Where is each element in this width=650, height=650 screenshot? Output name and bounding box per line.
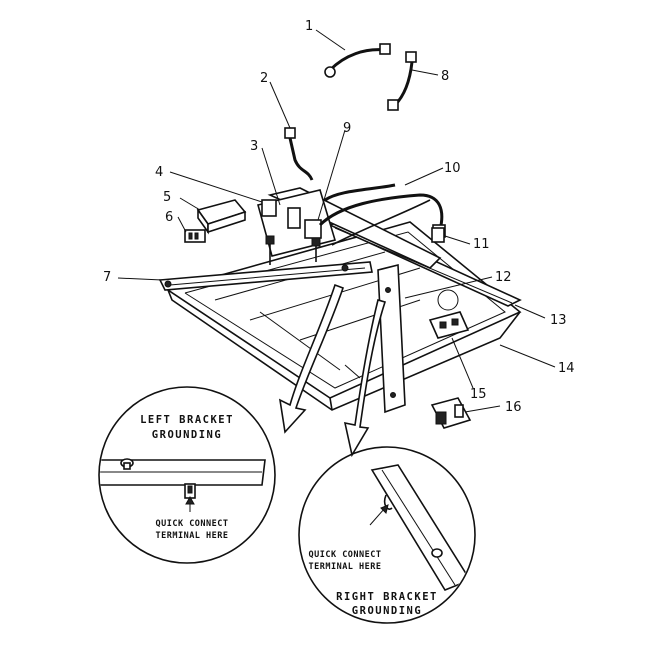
- callout-10: 10: [444, 161, 461, 176]
- left-detail-title-line1: LEFT BRACKET: [140, 414, 234, 426]
- callout-4: 4: [155, 165, 163, 180]
- callout-leaders: [117, 29, 556, 413]
- gas-valve: [430, 397, 472, 429]
- callout-8: 8: [441, 69, 449, 84]
- callout-16: 16: [505, 400, 522, 415]
- detail-arrows: [278, 283, 387, 458]
- right-detail-note-line2: TERMINAL HERE: [308, 562, 381, 572]
- gas-manifold-assembly: [257, 189, 337, 265]
- callout-13: 13: [550, 313, 567, 328]
- ignitor-cable: [387, 51, 417, 111]
- orifice-fitting: [431, 227, 445, 243]
- cross-brace: [158, 261, 373, 291]
- left-detail-title-line2: GROUNDING: [152, 429, 222, 441]
- wire-connector: [184, 229, 206, 243]
- callout-12: 12: [495, 270, 512, 285]
- callout-6: 6: [165, 210, 173, 225]
- right-bracket-detail: QUICK CONNECT TERMINAL HERE RIGHT BRACKE…: [298, 446, 476, 624]
- callout-15: 15: [470, 387, 487, 402]
- callout-14: 14: [558, 361, 575, 376]
- thermocouple-cable: [324, 43, 391, 78]
- left-bracket-detail: LEFT BRACKET GROUNDING QUICK CONNECT TER…: [98, 386, 276, 564]
- callout-11: 11: [473, 237, 490, 252]
- control-module: [196, 199, 247, 235]
- callout-1: 1: [305, 19, 313, 34]
- left-detail-note-line1: QUICK CONNECT: [155, 519, 228, 529]
- left-detail-note-line2: TERMINAL HERE: [155, 531, 228, 541]
- callout-3: 3: [250, 139, 258, 154]
- right-detail-title-line1: RIGHT BRACKET: [336, 591, 438, 603]
- right-detail-note-line1: QUICK CONNECT: [308, 550, 381, 560]
- callout-9: 9: [343, 121, 351, 136]
- callout-5: 5: [163, 190, 171, 205]
- switch-plate: [428, 289, 470, 339]
- callout-numbers: 1 2 3 4 5 6 7 8 9 10 11 12 13 14 15 16: [103, 19, 575, 415]
- callout-2: 2: [260, 71, 268, 86]
- pilot-tube: [284, 127, 314, 181]
- callout-7: 7: [103, 270, 111, 285]
- right-detail-title-line2: GROUNDING: [352, 605, 422, 617]
